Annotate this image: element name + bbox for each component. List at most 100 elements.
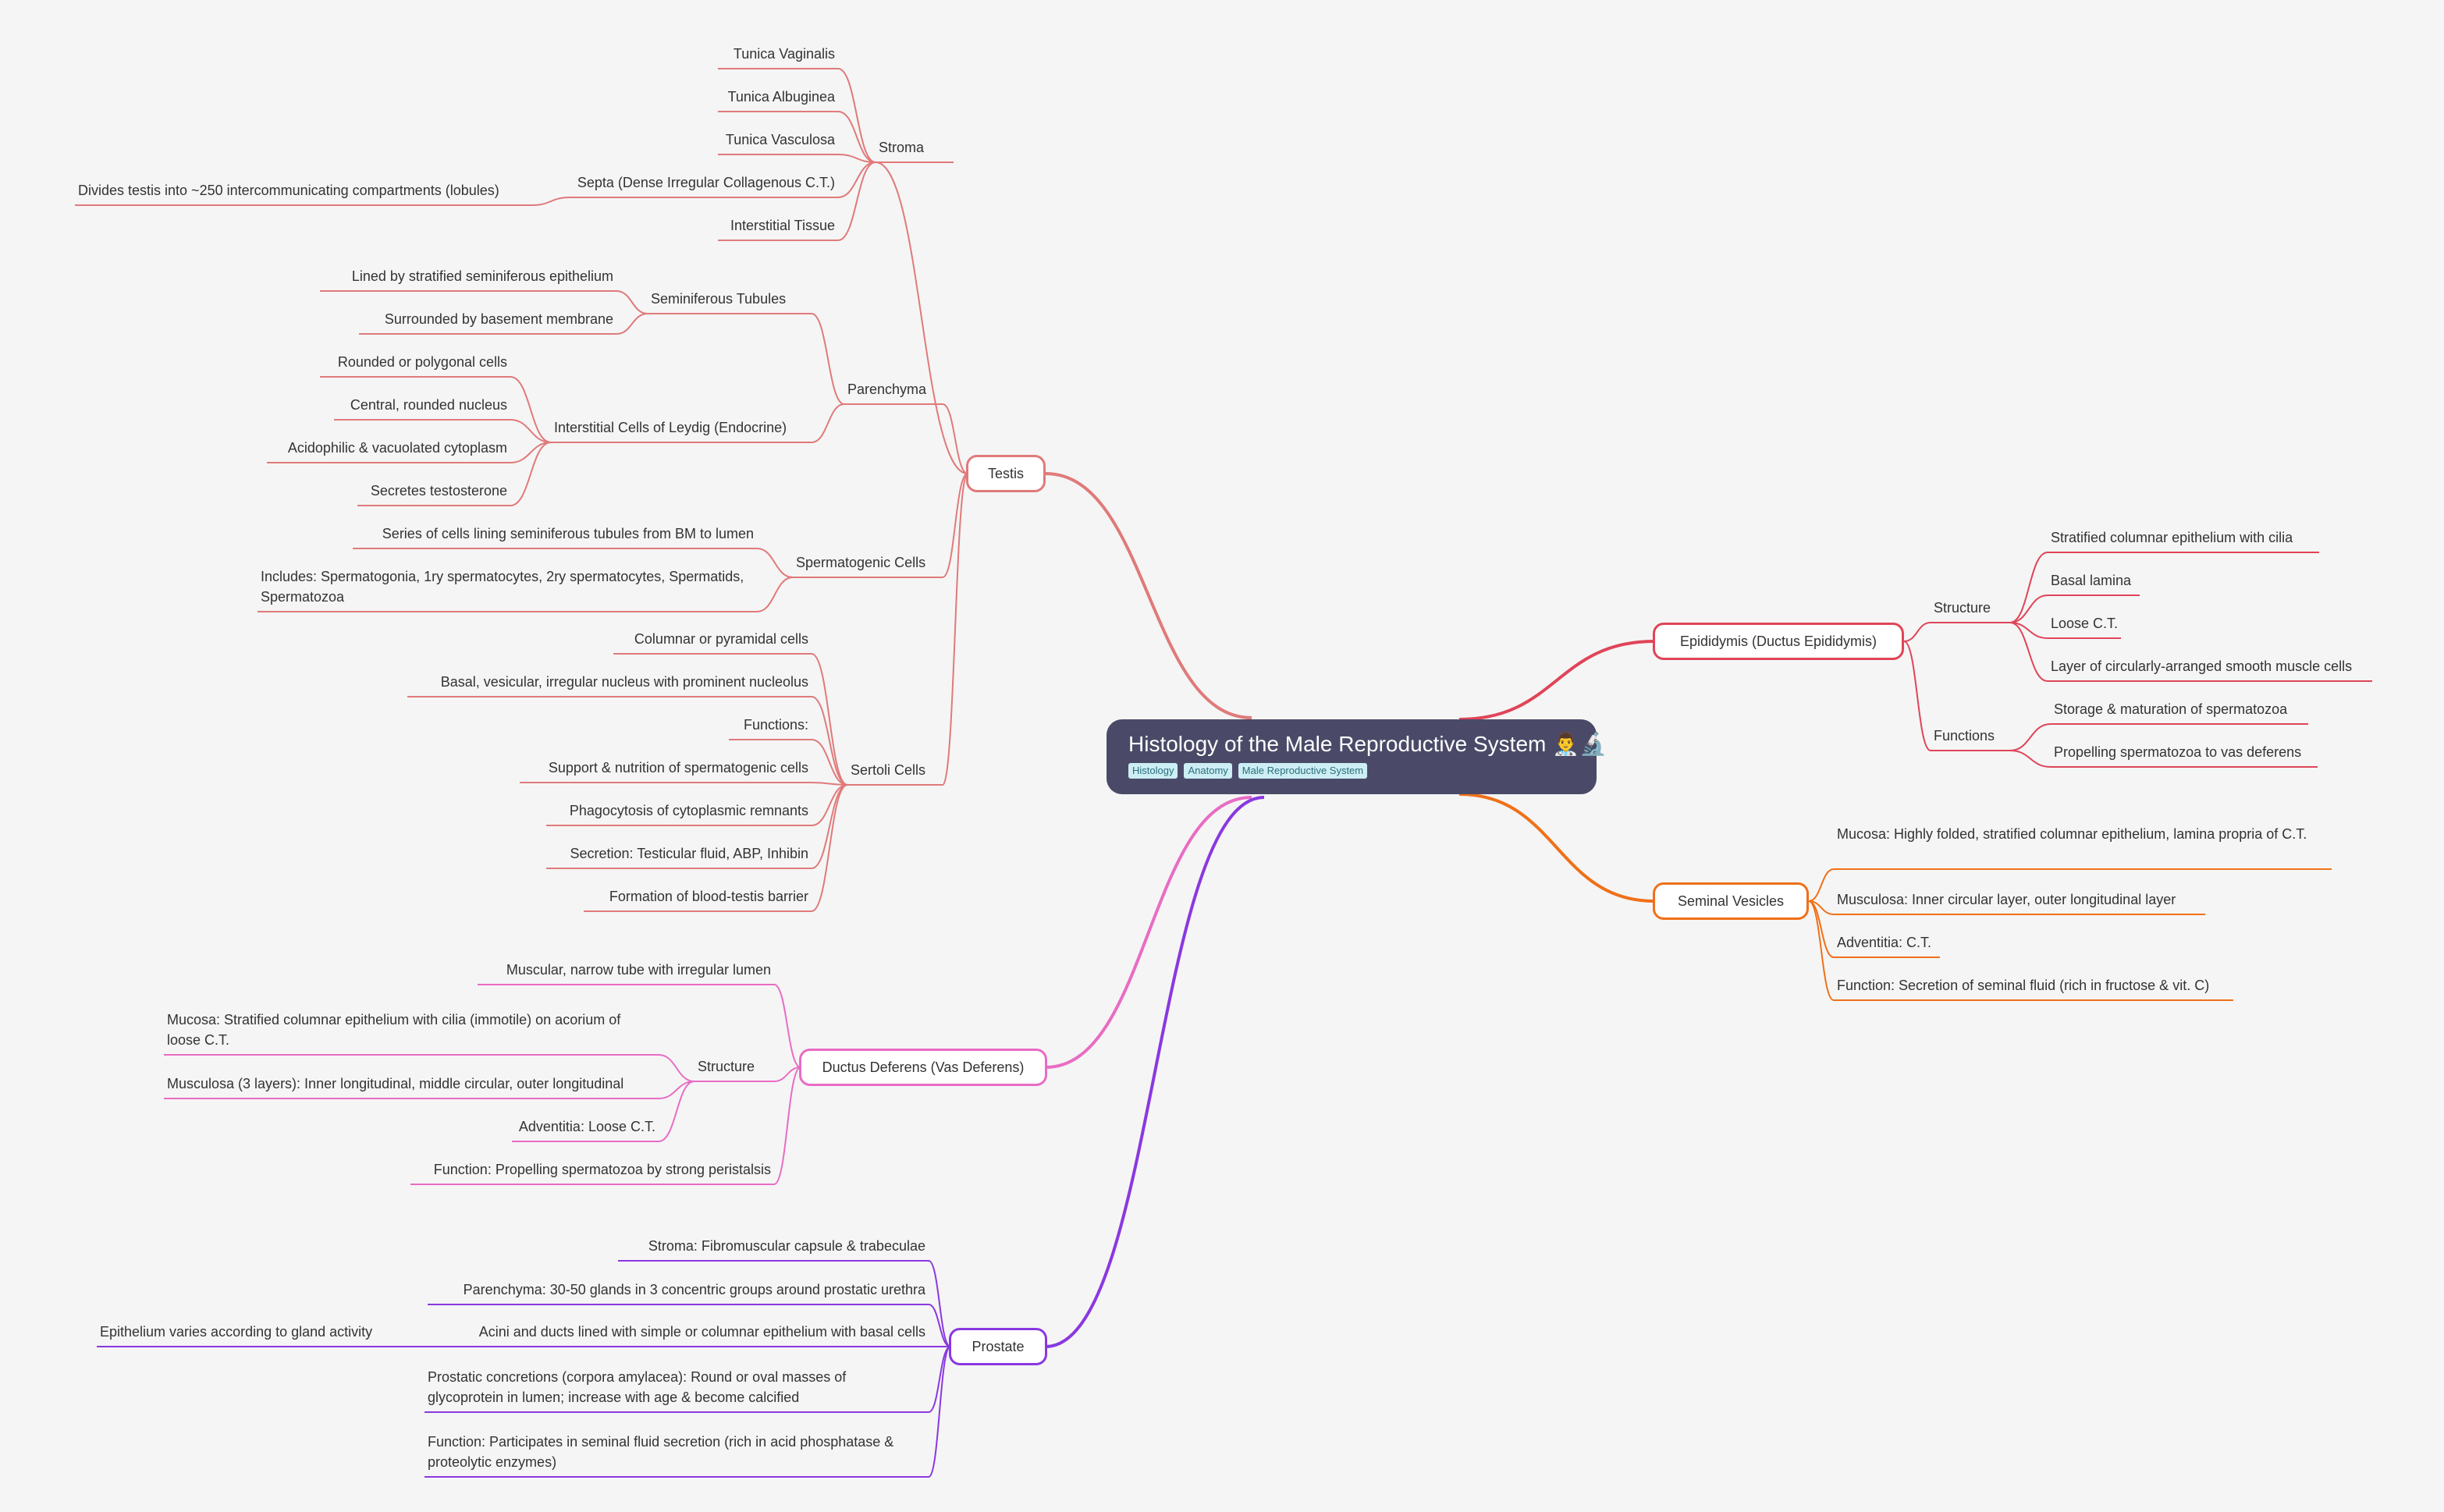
sertoli-link-4: [811, 784, 848, 826]
node-prostate[interactable]: Prostate: [949, 1328, 1047, 1365]
ductus-function-link: [773, 1067, 801, 1185]
epi-structure-item-2[interactable]: Loose C.T.: [2051, 616, 2119, 631]
stroma-item-3[interactable]: Septa (Dense Irregular Collagenous C.T.): [577, 175, 835, 190]
epi-s-link-2: [2009, 622, 2048, 639]
prostate-link-0: [928, 1260, 951, 1347]
stroma-link-0: [837, 68, 876, 163]
seminiferous-item-0[interactable]: Lined by stratified seminiferous epithel…: [351, 268, 613, 284]
tag-anatomy[interactable]: Anatomy: [1184, 763, 1232, 779]
epi-functions-link: [1903, 641, 1931, 751]
leydig-item-1[interactable]: Central, rounded nucleus: [350, 397, 507, 413]
stroma-item-2[interactable]: Tunica Vasculosa: [725, 132, 835, 147]
sertoli-link-5: [811, 784, 848, 869]
sertoli-item-6[interactable]: Formation of blood-testis barrier: [609, 889, 808, 904]
epi-s-link-1: [2009, 595, 2048, 623]
epi-function-item-1[interactable]: Propelling spermatozoa to vas deferens: [2054, 744, 2302, 760]
sertoli-item-0[interactable]: Columnar or pyramidal cells: [634, 631, 808, 647]
sertoli-item-2[interactable]: Functions:: [743, 717, 808, 733]
node-epididymis[interactable]: Epididymis (Ductus Epididymis): [1653, 623, 1904, 660]
leydig-item-link-0: [510, 376, 552, 443]
sertoli-item-3[interactable]: Support & nutrition of spermatogenic cel…: [548, 760, 808, 776]
sp-link-1: [756, 577, 794, 612]
sertoli-item-1[interactable]: Basal, vesicular, irregular nucleus with…: [440, 674, 808, 690]
epididymis-structure-label[interactable]: Structure: [1934, 600, 1991, 616]
epi-f-link-0: [2009, 723, 2051, 751]
epi-structure-item-1[interactable]: Basal lamina: [2051, 573, 2132, 588]
stroma-label[interactable]: Stroma: [879, 140, 925, 155]
stroma-item-0[interactable]: Tunica Vaginalis: [733, 46, 835, 62]
seminiferous-item-1[interactable]: Surrounded by basement membrane: [384, 311, 613, 327]
sem-link-0: [616, 290, 648, 314]
seminal-item-1[interactable]: Musculosa: Inner circular layer, outer l…: [1837, 892, 2176, 907]
leydig-label[interactable]: Interstitial Cells of Leydig (Endocrine): [554, 420, 787, 435]
branch-testis: [1045, 472, 1252, 719]
leydig-item-link-1: [510, 419, 552, 443]
node-ductus[interactable]: Ductus Deferens (Vas Deferens): [799, 1049, 1047, 1086]
stroma-item-4[interactable]: Interstitial Tissue: [730, 218, 835, 233]
sertoli-item-5[interactable]: Secretion: Testicular fluid, ABP, Inhibi…: [570, 846, 808, 861]
tag-male-reproductive-system[interactable]: Male Reproductive System: [1238, 763, 1368, 779]
epididymis-functions-label[interactable]: Functions: [1934, 728, 1995, 744]
leydig-link: [811, 403, 845, 443]
sertoli-link-1: [811, 696, 848, 786]
branch-epididymis: [1458, 640, 1655, 721]
ductus-muscular[interactable]: Muscular, narrow tube with irregular lum…: [506, 962, 771, 978]
seminal-item-0[interactable]: Mucosa: Highly folded, stratified column…: [1837, 826, 2307, 842]
spermatogenic-item-1[interactable]: Includes: Spermatogonia, 1ry spermatocyt…: [261, 569, 744, 605]
prostate-acini-detail[interactable]: Epithelium varies according to gland act…: [100, 1324, 373, 1340]
tag-histology[interactable]: Histology: [1128, 763, 1178, 779]
link-stroma: [875, 161, 968, 474]
ductus-structure-item-0[interactable]: Mucosa: Stratified columnar epithelium w…: [167, 1012, 621, 1048]
stroma-link-2: [837, 154, 876, 163]
epi-structure-item-0[interactable]: Stratified columnar epithelium with cili…: [2051, 530, 2293, 545]
septa-detail-link: [531, 197, 570, 206]
epi-structure-item-3[interactable]: Layer of circularly-arranged smooth musc…: [2051, 658, 2353, 674]
root-node[interactable]: Histology of the Male Reproductive Syste…: [1107, 719, 1607, 794]
sertoli-label[interactable]: Sertoli Cells: [851, 762, 926, 778]
seminiferous-label[interactable]: Seminiferous Tubules: [651, 291, 787, 307]
sertoli-link-0: [811, 653, 848, 786]
sertoli-link-6: [811, 784, 848, 912]
prostate-link-1: [928, 1304, 951, 1347]
prostate-link-4: [928, 1346, 951, 1478]
epi-s-link-0: [2009, 552, 2048, 623]
epi-structure-link: [1903, 622, 1931, 642]
node-testis[interactable]: Testis: [966, 455, 1046, 492]
ductus-function[interactable]: Function: Propelling spermatozoa by stro…: [433, 1162, 771, 1177]
spermatogenic-item-0[interactable]: Series of cells lining seminiferous tubu…: [382, 526, 754, 541]
leydig-item-0[interactable]: Rounded or polygonal cells: [337, 354, 507, 370]
root-title: Histology of the Male Reproductive Syste…: [1128, 732, 1607, 756]
prostate-item-2[interactable]: Acini and ducts lined with simple or col…: [478, 1324, 925, 1340]
epi-f-link-1: [2009, 750, 2051, 768]
ductus-structure-item-1[interactable]: Musculosa (3 layers): Inner longitudinal…: [167, 1076, 624, 1091]
sem-link-1: [616, 313, 648, 335]
root-tags: Histology Anatomy Male Reproductive Syst…: [1128, 763, 1575, 779]
parenchyma-label[interactable]: Parenchyma: [847, 382, 927, 397]
prostate-item-4[interactable]: Function: Participates in seminal fluid …: [428, 1434, 894, 1470]
prostate-link-3: [928, 1346, 951, 1413]
leydig-item-2[interactable]: Acidophilic & vacuolated cytoplasm: [287, 440, 507, 456]
ductus-structure-label[interactable]: Structure: [698, 1059, 755, 1074]
sertoli-link-2: [811, 739, 848, 786]
branch-ductus: [1045, 796, 1252, 1069]
spermatogenic-label[interactable]: Spermatogenic Cells: [796, 555, 926, 570]
seminal-item-2[interactable]: Adventitia: C.T.: [1837, 935, 1932, 950]
epi-function-item-0[interactable]: Storage & maturation of spermatozoa: [2054, 701, 2288, 717]
leydig-item-link-2: [510, 442, 552, 463]
prostate-item-0[interactable]: Stroma: Fibromuscular capsule & trabecul…: [648, 1238, 925, 1254]
node-seminal[interactable]: Seminal Vesicles: [1653, 882, 1809, 920]
stroma-item-1[interactable]: Tunica Albuginea: [727, 89, 835, 105]
leydig-item-3[interactable]: Secretes testosterone: [370, 483, 507, 499]
prostate-item-1[interactable]: Parenchyma: 30-50 glands in 3 concentric…: [463, 1282, 925, 1297]
prostate-item-3[interactable]: Prostatic concretions (corpora amylacea)…: [428, 1369, 847, 1405]
ductus-structure-link: [773, 1067, 801, 1082]
link-sertoli: [942, 473, 968, 786]
sertoli-item-4[interactable]: Phagocytosis of cytoplasmic remnants: [569, 803, 808, 818]
sp-link-0: [756, 548, 794, 578]
branch-prostate: [1045, 796, 1265, 1348]
septa-detail[interactable]: Divides testis into ~250 intercommunicat…: [78, 183, 499, 198]
ductus-structure-item-2[interactable]: Adventitia: Loose C.T.: [518, 1119, 655, 1134]
seminal-item-3[interactable]: Function: Secretion of seminal fluid (ri…: [1837, 978, 2210, 993]
